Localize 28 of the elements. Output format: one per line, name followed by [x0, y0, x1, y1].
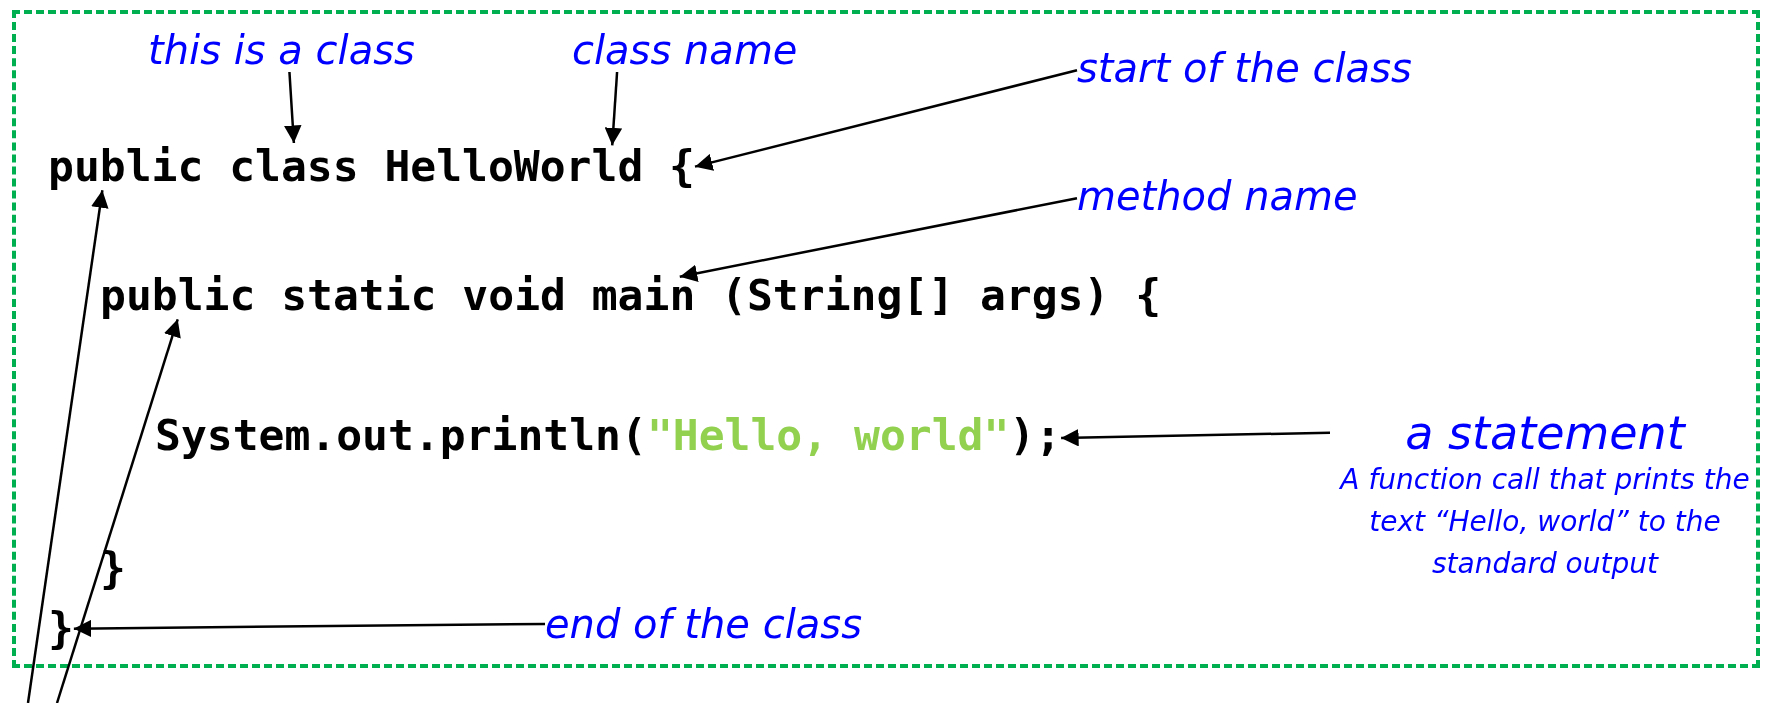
- arrow: [73, 619, 545, 638]
- arrow: [26, 190, 109, 703]
- code-text: }: [48, 605, 74, 653]
- code-text: main: [591, 272, 696, 320]
- string-literal: "Hello, world": [646, 410, 1010, 460]
- code-text: public: [48, 143, 204, 191]
- code-text: class: [229, 143, 359, 191]
- arrow: [679, 196, 1078, 282]
- arrow: [55, 318, 181, 703]
- arrow: [604, 71, 623, 146]
- annotation-text: A function call that prints the text “Hello, world” to the standard output: [1338, 461, 1751, 582]
- code-text: }: [100, 545, 126, 593]
- code-text: System.out.println(: [155, 410, 647, 460]
- annotation-text: end of the class: [545, 602, 862, 646]
- code-text: {: [669, 143, 695, 191]
- annotation-title: a statement: [1405, 408, 1685, 459]
- annotation-text: start of the class: [1077, 46, 1412, 90]
- arrow: [1061, 428, 1331, 447]
- annotation-text: this is a class: [148, 28, 415, 72]
- code-text: public: [100, 272, 256, 320]
- code-text: static void: [281, 272, 566, 320]
- arrow: [284, 71, 302, 144]
- code-text: );: [1009, 410, 1062, 460]
- annotation-text: method name: [1077, 174, 1358, 218]
- annotation-text: class name: [572, 28, 798, 72]
- arrow: [694, 69, 1078, 171]
- code-text: (String[] args) {: [721, 272, 1162, 320]
- code-text: HelloWorld: [384, 143, 644, 191]
